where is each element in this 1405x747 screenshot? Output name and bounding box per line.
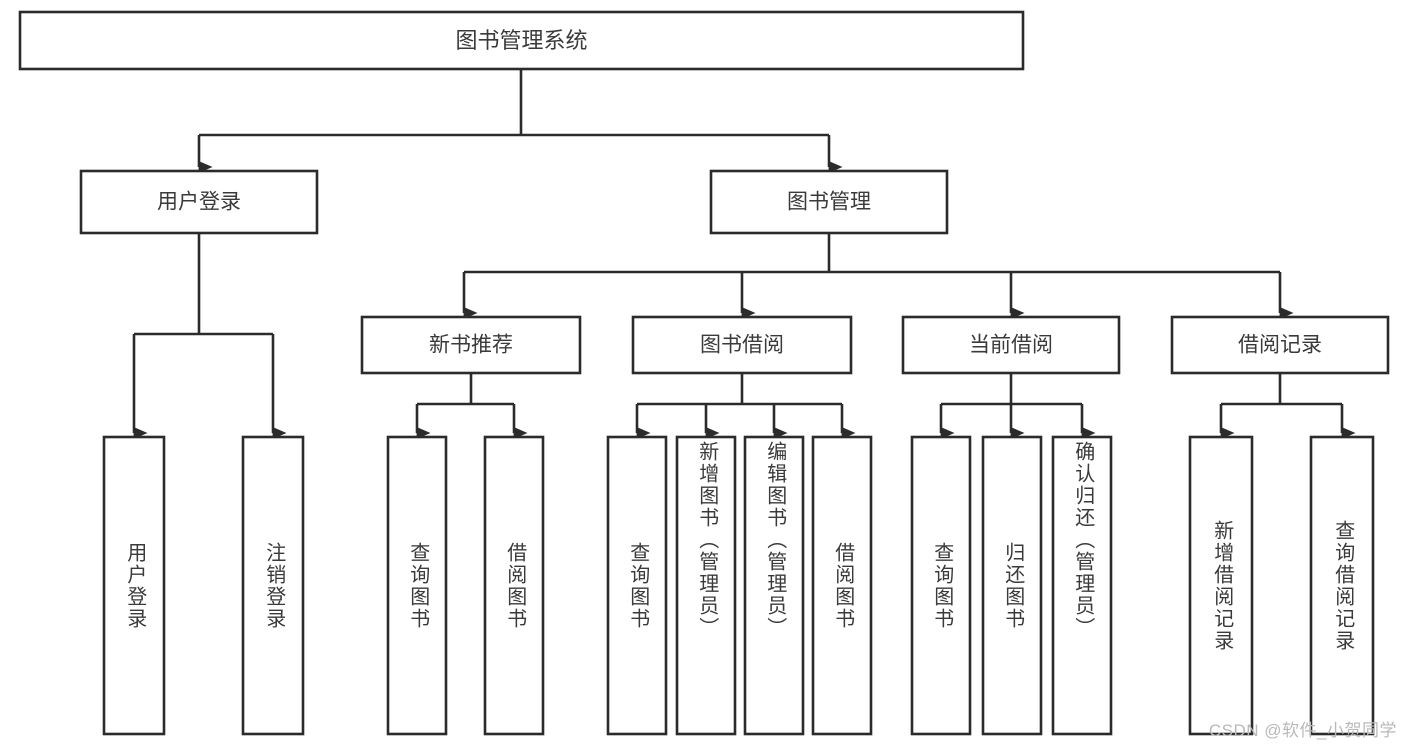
- node-current-borrow-label: 当前借阅: [969, 334, 1053, 357]
- edge-borrow-record-to-leaves: [1219, 373, 1356, 439]
- leaf-add-borrow-record-rect[interactable]: [1188, 435, 1254, 736]
- leaf-query-book-1-rect[interactable]: [386, 435, 448, 736]
- node-root-label: 图书管理系统: [455, 28, 587, 53]
- leaf-rects: [102, 435, 1375, 736]
- node-current-borrow[interactable]: 当前借阅: [901, 315, 1121, 375]
- leaf-query-book-3-rect[interactable]: [910, 435, 972, 736]
- edge-user-login-to-leaves: [132, 233, 287, 439]
- leaf-return-book-rect[interactable]: [981, 435, 1043, 736]
- node-book-borrow[interactable]: 图书借阅: [631, 315, 853, 375]
- leaf-query-borrow-record-rect[interactable]: [1309, 435, 1375, 736]
- leaf-edit-book-admin-rect[interactable]: [743, 435, 805, 736]
- node-root-rect: [18, 10, 1025, 71]
- leaf-borrow-book-2-rect[interactable]: [811, 435, 873, 736]
- edge-book-borrow-to-leaves: [635, 373, 856, 439]
- node-user-login-rect: [79, 169, 319, 235]
- node-root[interactable]: 图书管理系统: [18, 10, 1025, 71]
- leaf-query-book-2-rect[interactable]: [606, 435, 668, 736]
- edge-new-book-recommend-to-leaves: [415, 373, 528, 439]
- node-user-login[interactable]: 用户登录: [79, 169, 319, 235]
- node-user-login-label: 用户登录: [157, 191, 241, 214]
- edge-root-to-level2: [197, 69, 843, 173]
- leaf-confirm-return-admin-rect[interactable]: [1051, 435, 1113, 736]
- leaf-borrow-book-1-rect[interactable]: [483, 435, 545, 736]
- edge-current-borrow-to-leaves: [939, 373, 1096, 439]
- leaf-user-login-rect[interactable]: [102, 435, 166, 736]
- node-new-book-recommend-rect: [360, 315, 582, 375]
- node-borrow-record-label: 借阅记录: [1238, 334, 1322, 357]
- node-book-management[interactable]: 图书管理: [709, 169, 949, 235]
- node-current-borrow-rect: [901, 315, 1121, 375]
- watermark: CSDN @软件_小贺同学: [1208, 721, 1397, 740]
- edge-book-management-to-level3: [462, 233, 1294, 319]
- leaf-add-book-admin-rect[interactable]: [675, 435, 737, 736]
- node-new-book-recommend[interactable]: 新书推荐: [360, 315, 582, 375]
- node-book-management-label: 图书管理: [787, 191, 871, 214]
- leaf-logout-rect[interactable]: [241, 435, 305, 736]
- node-borrow-record[interactable]: 借阅记录: [1170, 315, 1390, 375]
- node-book-borrow-label: 图书借阅: [700, 334, 784, 357]
- node-new-book-recommend-label: 新书推荐: [429, 334, 513, 357]
